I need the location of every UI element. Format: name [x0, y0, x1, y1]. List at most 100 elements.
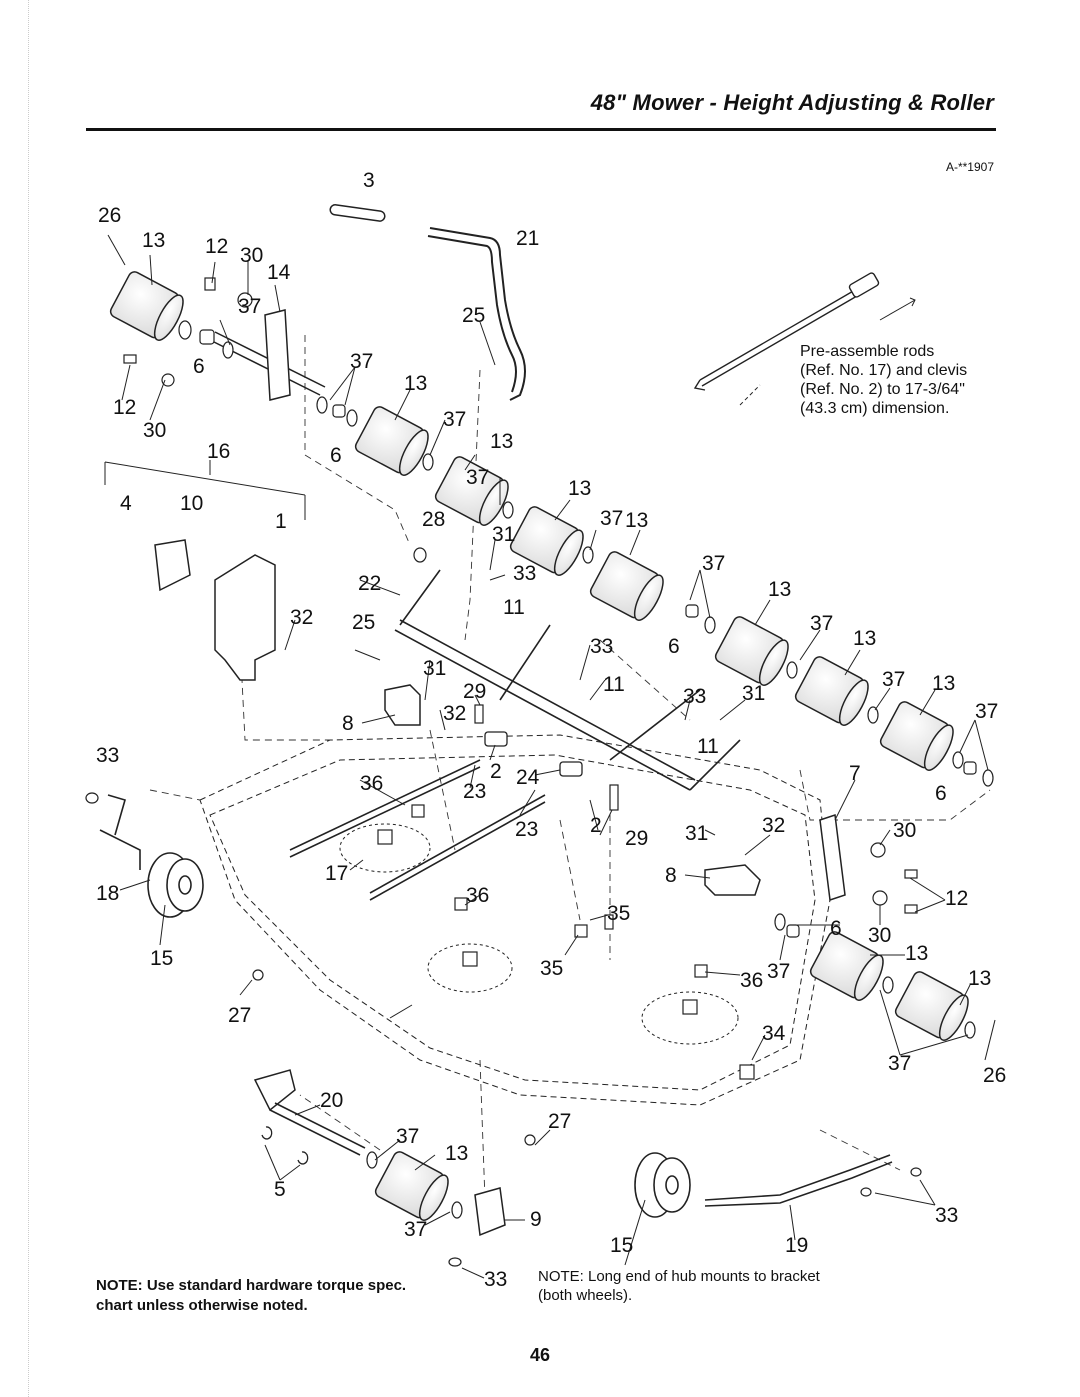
figure-id: A-**1907: [945, 160, 994, 174]
callout-12b: 12: [113, 396, 136, 419]
hardware-note: NOTE: Use standard hardware torque spec.…: [96, 1277, 407, 1314]
callout-2b: 2: [590, 814, 602, 837]
callout-5: 5: [274, 1178, 286, 1201]
callout-30d: 30: [868, 924, 891, 947]
preassembly-rod: [693, 272, 880, 391]
callout-6e: 6: [830, 917, 842, 940]
callout-numbers: 3 21 26 13 12 30 14 37 25 6 37 13 12 30 …: [96, 169, 1006, 1291]
leader-lines: [104, 234, 996, 1279]
page-title: 48" Mower - Height Adjusting & Roller: [590, 90, 994, 115]
callout-34: 34: [762, 1022, 786, 1045]
callout-19: 19: [785, 1234, 808, 1257]
callout-27b: 27: [548, 1110, 571, 1133]
callout-25a: 25: [462, 304, 485, 327]
callout-22: 22: [358, 572, 381, 595]
callout-3: 3: [363, 169, 375, 192]
lower-rollers: [374, 931, 969, 1221]
callout-4: 4: [120, 492, 132, 515]
callout-12a: 12: [205, 235, 228, 258]
callout-30a: 30: [240, 244, 263, 267]
wheel-axles: [99, 794, 893, 1207]
callout-33e: 33: [935, 1204, 958, 1227]
callout-23a: 23: [463, 780, 486, 803]
callout-37h: 37: [882, 668, 905, 691]
callout-13h: 13: [932, 672, 955, 695]
callout-13j: 13: [968, 967, 991, 990]
callout-14: 14: [267, 261, 291, 284]
callout-13k: 13: [445, 1142, 468, 1165]
callout-13i: 13: [905, 942, 928, 965]
callout-13e: 13: [625, 509, 648, 532]
mower-deck: [199, 734, 831, 1106]
callout-36b: 36: [466, 884, 489, 907]
callout-8b: 8: [665, 864, 677, 887]
bolts: [123, 277, 918, 1080]
title-rule: [86, 128, 996, 131]
callout-1: 1: [275, 510, 287, 533]
callout-29a: 29: [463, 680, 486, 703]
callout-32b: 32: [443, 702, 466, 725]
callout-6b: 6: [330, 444, 342, 467]
callout-27a: 27: [228, 1004, 251, 1027]
callout-37k: 37: [888, 1052, 911, 1075]
callout-32c: 32: [762, 814, 785, 837]
callout-17: 17: [325, 862, 348, 885]
callout-35b: 35: [540, 957, 563, 980]
callout-11b: 11: [603, 673, 625, 696]
callout-10: 10: [180, 492, 203, 515]
callout-37m: 37: [404, 1218, 427, 1241]
callout-21: 21: [516, 227, 539, 250]
callout-7: 7: [849, 762, 861, 785]
callout-12c: 12: [945, 887, 968, 910]
callout-26a: 26: [98, 204, 121, 227]
spacers: [199, 329, 977, 938]
preassemble-note: Pre-assemble rods (Ref. No. 17) and clev…: [800, 343, 968, 417]
callout-8a: 8: [342, 712, 354, 735]
callout-13f: 13: [768, 578, 791, 601]
callout-30b: 30: [143, 419, 166, 442]
callout-26b: 26: [983, 1064, 1006, 1087]
callout-33c: 33: [683, 685, 706, 708]
pin-3: [329, 204, 386, 222]
callout-37a: 37: [238, 295, 261, 318]
callout-13a: 13: [142, 229, 165, 252]
clevis: [484, 731, 583, 777]
callout-6d: 6: [935, 782, 947, 805]
callout-37d: 37: [466, 466, 489, 489]
callout-28: 28: [422, 508, 445, 531]
callout-31b: 31: [423, 657, 446, 680]
spindle-hubs: [377, 829, 698, 1015]
callout-2a: 2: [490, 760, 502, 783]
callout-37e: 37: [600, 507, 623, 530]
page-number: 46: [529, 1345, 551, 1365]
callout-30c: 30: [893, 819, 916, 842]
adjusting-rods: [289, 759, 546, 901]
callout-24: 24: [516, 766, 540, 789]
callout-35a: 35: [607, 902, 630, 925]
callout-13b: 13: [404, 372, 427, 395]
callout-23b: 23: [515, 818, 538, 841]
callout-11a: 11: [503, 596, 525, 619]
callout-32a: 32: [290, 606, 313, 629]
callout-13g: 13: [853, 627, 876, 650]
callout-31a: 31: [492, 523, 515, 546]
callout-16: 16: [207, 440, 230, 463]
page-edge-left: [28, 0, 29, 1397]
callout-36a: 36: [360, 772, 383, 795]
callout-25b: 25: [352, 611, 375, 634]
callout-37j: 37: [767, 960, 790, 983]
retaining-clips: [261, 1126, 309, 1165]
callout-31d: 31: [685, 822, 708, 845]
callout-37l: 37: [396, 1125, 419, 1148]
callout-37b: 37: [350, 350, 373, 373]
callout-13c: 13: [490, 430, 513, 453]
hub-note: NOTE: Long end of hub mounts to bracket …: [538, 1268, 820, 1304]
callout-33a: 33: [513, 562, 536, 585]
callout-13d: 13: [568, 477, 591, 500]
upper-rollers: [109, 271, 954, 771]
callout-11c: 11: [697, 735, 719, 758]
callout-37g: 37: [810, 612, 833, 635]
callout-33d: 33: [96, 744, 119, 767]
callout-9: 9: [530, 1208, 542, 1231]
